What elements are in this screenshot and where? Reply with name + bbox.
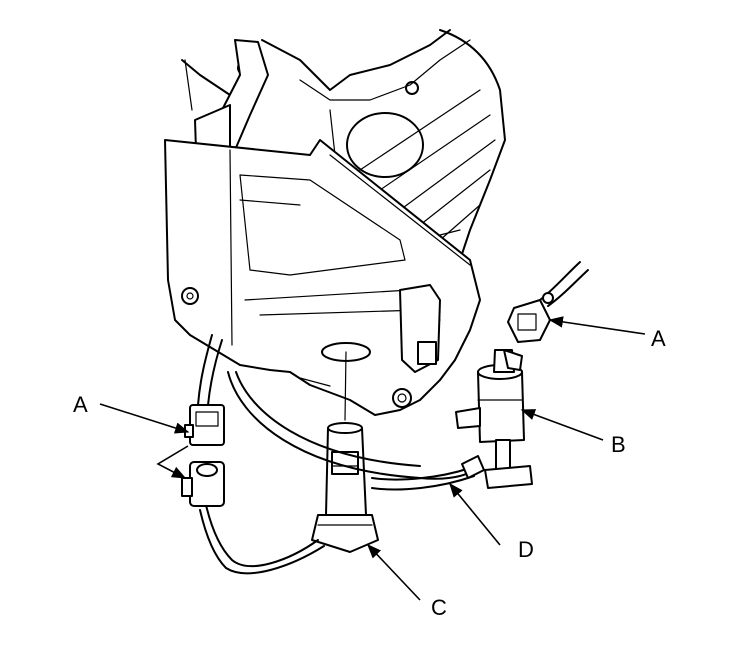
connector-left-upper [184, 404, 225, 446]
connector-left-lower [181, 461, 225, 507]
connector-upper [507, 261, 589, 343]
sensor-wire-outer [199, 509, 325, 575]
sensor-wire [205, 504, 319, 568]
leader-a-left-2 [156, 445, 189, 479]
label-a-upper: A [651, 326, 666, 351]
label-b: B [611, 432, 626, 457]
leader-a-left-1 [99, 403, 190, 434]
level-sensor [311, 422, 379, 553]
label-a-left: A [73, 392, 88, 417]
sensor-guide-line [344, 351, 347, 421]
label-c: C [431, 595, 447, 620]
harness-wire-2 [207, 339, 223, 406]
leader-lines [99, 316, 646, 601]
leader-c [367, 543, 421, 601]
washer-reservoir [164, 139, 481, 416]
label-d: D [518, 537, 534, 562]
hose-arc-inner [235, 371, 421, 467]
hose-arc-outer [227, 371, 471, 480]
washer-pump [455, 349, 533, 489]
leader-b [520, 409, 604, 441]
harness-wire [197, 334, 213, 406]
leader-a-upper [548, 316, 646, 335]
hose [371, 455, 485, 491]
leader-d [449, 482, 501, 546]
